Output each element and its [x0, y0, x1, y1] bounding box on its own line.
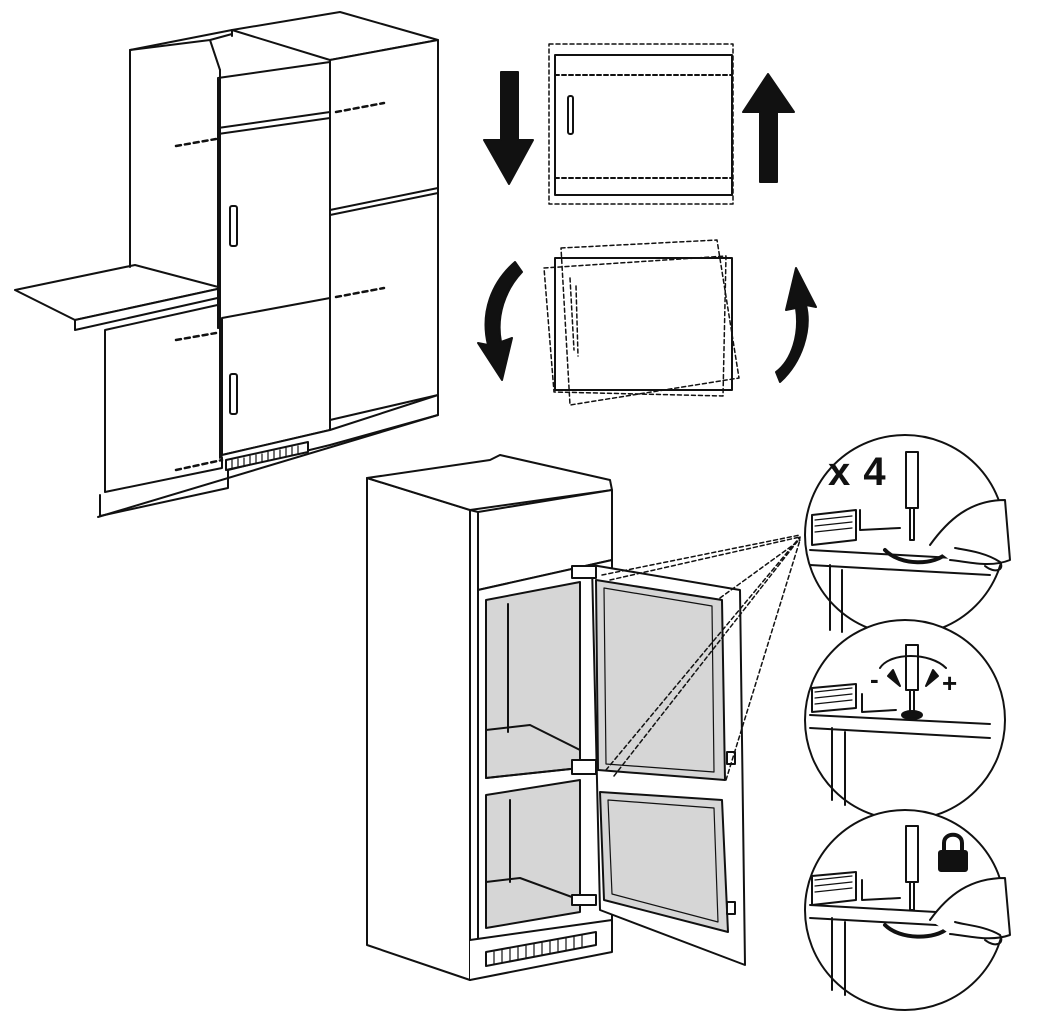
hinge-bottom: [571, 894, 597, 906]
vertical-adjust-diagram: [483, 43, 795, 205]
fridge-door-upper: [217, 61, 331, 329]
rotate-cw-arrow-icon: [775, 267, 817, 383]
plinth-vent-grille: [485, 931, 597, 967]
arrow-right-icon: [925, 669, 939, 687]
door-handle-icon: [567, 95, 574, 135]
arrow-down-icon: [483, 71, 534, 185]
padlock-icon: [938, 832, 968, 872]
adjust-minus-label: -: [870, 664, 879, 694]
screwdriver-icon: [905, 825, 919, 911]
door-handle-upper: [229, 205, 238, 247]
housing-side: [366, 477, 471, 981]
arrow-left-icon: [887, 669, 901, 687]
tilt-adjust-diagram: [477, 239, 817, 406]
detail-circle-adjust: [804, 619, 1006, 821]
quantity-label: x 4: [828, 450, 887, 494]
arrow-up-icon: [742, 73, 795, 183]
door-outline-solid: [554, 54, 733, 196]
detail-circle-lock: [804, 809, 1011, 1011]
callout-lines: [601, 534, 801, 781]
lower-compartment: [485, 779, 581, 929]
hinge-top: [571, 565, 597, 579]
kitchen-cabinet-illustration: [14, 11, 439, 518]
adjust-plus-label: +: [942, 668, 958, 698]
adjacent-cabinet: [329, 39, 439, 421]
rotate-ccw-arrow-icon: [477, 261, 523, 381]
door-outline-solid: [554, 257, 733, 391]
door-outline-dashed: [548, 43, 734, 205]
screwdriver-icon: [905, 451, 919, 541]
door-handle-lower: [229, 373, 238, 415]
hinge-middle: [571, 759, 597, 775]
base-cabinet: [104, 303, 223, 493]
hand: [929, 499, 1011, 566]
fridge-door-lower: [221, 297, 331, 456]
open-fridge-illustration: [366, 454, 801, 981]
plinth-vent-grille: [225, 441, 309, 471]
tall-cabinet-side: [129, 33, 233, 268]
alignment-guides: [174, 101, 386, 472]
upper-compartment: [485, 581, 581, 779]
